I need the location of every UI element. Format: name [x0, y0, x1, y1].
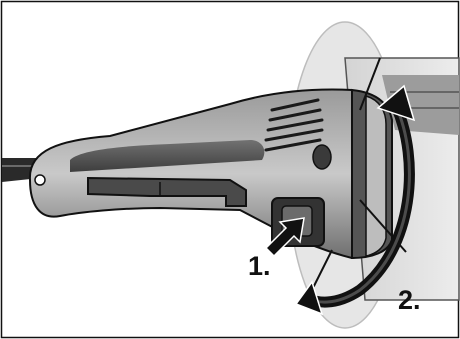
rotation-arrow-icon — [294, 84, 416, 316]
cooling-vents — [264, 98, 324, 152]
push-arrow-icon — [264, 217, 305, 258]
step-2-label: 2. — [398, 285, 421, 315]
paddle-switch — [87, 176, 247, 207]
screw-boss — [312, 144, 332, 170]
step-1-label: 1. — [248, 251, 271, 281]
gear-housing-ring — [351, 88, 393, 260]
hanging-hole — [34, 174, 46, 186]
